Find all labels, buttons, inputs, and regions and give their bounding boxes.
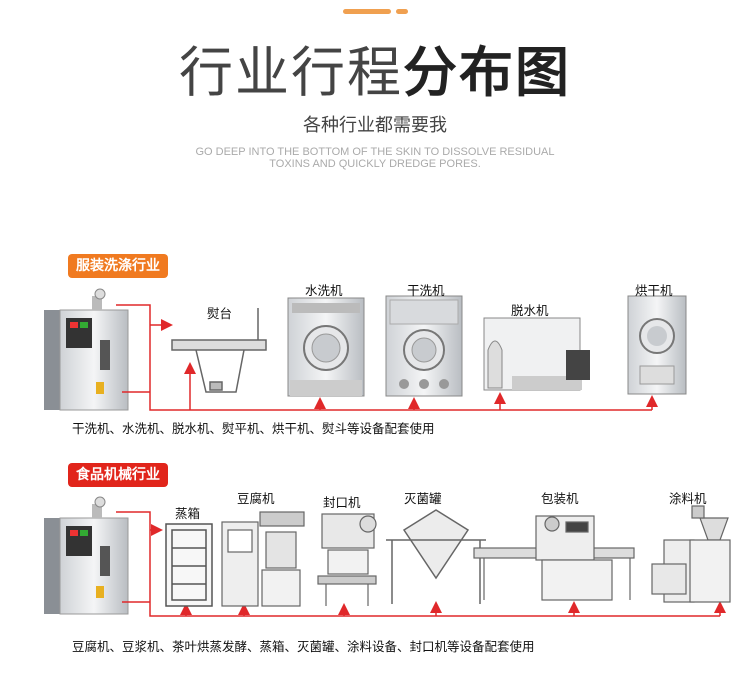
machine-label-steam-cabinet: 蒸箱 bbox=[175, 506, 201, 521]
page-title-light: 行业行程 bbox=[179, 41, 403, 104]
machine-label-sealing-machine: 封口机 bbox=[323, 495, 361, 510]
tumble-dryer bbox=[627, 295, 687, 395]
packaging-machine bbox=[473, 515, 635, 601]
machine-label-spin-dryer: 脱水机 bbox=[511, 303, 549, 318]
top-accent-bar-short bbox=[396, 9, 408, 14]
section-caption-laundry: 干洗机、水洗机、脱水机、熨平机、烘干机、熨斗等设备配套使用 bbox=[72, 421, 435, 436]
page-subtitle: 各种行业都需要我 bbox=[303, 115, 447, 136]
english-tagline: GO DEEP INTO THE BOTTOM OF THE SKIN TO D… bbox=[0, 146, 750, 170]
pipeline-2 bbox=[116, 511, 726, 617]
section-badge-food-machinery: 食品机械行业 bbox=[68, 463, 168, 487]
machine-label-ironing-table: 熨台 bbox=[207, 306, 233, 321]
top-accent-bar-long bbox=[343, 9, 391, 14]
washing-machine bbox=[287, 297, 365, 397]
spin-dryer bbox=[483, 317, 590, 391]
page-title-bold: 分布图 bbox=[403, 41, 571, 104]
section-badge-laundry: 服装洗涤行业 bbox=[68, 254, 168, 278]
ironing-table bbox=[171, 308, 267, 393]
coating-machine bbox=[651, 505, 731, 603]
page-title: 行业行程分布图 bbox=[0, 28, 750, 107]
machine-label-packaging-machine: 包装机 bbox=[541, 491, 579, 506]
english-tagline-line1: GO DEEP INTO THE BOTTOM OF THE SKIN TO D… bbox=[195, 146, 555, 158]
steam-generator-2 bbox=[44, 496, 129, 615]
sealing-machine bbox=[317, 513, 377, 606]
section-caption-food-machinery: 豆腐机、豆浆机、茶叶烘蒸发酵、蒸箱、灭菌罐、涂料设备、封口机等设备配套使用 bbox=[72, 639, 535, 654]
dry-cleaning-machine bbox=[385, 295, 463, 397]
tofu-machine bbox=[221, 511, 305, 607]
pipeline-1 bbox=[116, 304, 658, 411]
machine-label-tumble-dryer: 烘干机 bbox=[635, 283, 673, 298]
machine-label-tofu-machine: 豆腐机 bbox=[237, 491, 275, 506]
machine-label-coating-machine: 涂料机 bbox=[669, 491, 707, 506]
machine-label-sterilization-tank: 灭菌罐 bbox=[404, 491, 442, 506]
english-tagline-line2: TOXINS AND QUICKLY DREDGE PORES. bbox=[269, 158, 481, 170]
steam-generator-1 bbox=[44, 288, 129, 411]
machine-label-washing-machine: 水洗机 bbox=[305, 283, 343, 298]
machine-label-dry-cleaner: 干洗机 bbox=[407, 283, 445, 298]
steam-cabinet bbox=[165, 523, 213, 607]
sterilization-tank bbox=[386, 509, 486, 604]
